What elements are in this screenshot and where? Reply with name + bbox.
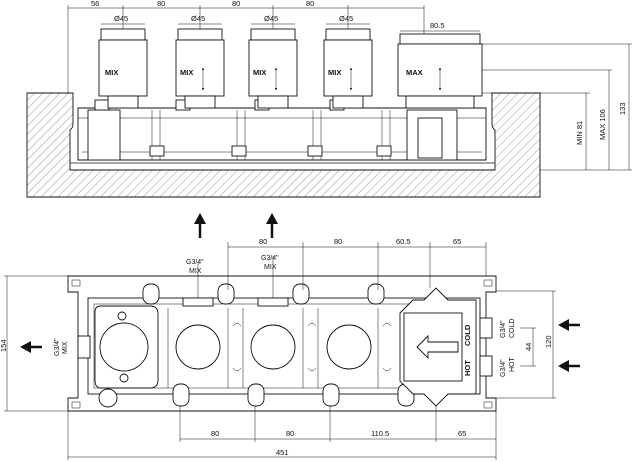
valve-1 — [175, 324, 221, 370]
dim-left-height: 154 — [0, 339, 8, 352]
cold-valve-label: COLD — [463, 324, 472, 346]
wall-hatch — [26, 92, 541, 198]
valve-2 — [250, 324, 296, 370]
mix-port-2-label: MIX — [264, 264, 277, 271]
dim-front-bottom-1: 80 — [211, 429, 219, 438]
front-view: COLD HOT G3/4" MIX G3/4" MIX G3/4" MIX G… — [0, 237, 580, 460]
diameter-1: Ø45 — [114, 14, 128, 23]
mix-port-1-label: MIX — [189, 268, 202, 275]
dim-top-4: 80 — [306, 0, 314, 8]
max-depth-label: MAX 106 — [598, 109, 607, 140]
dim-top-1: 56 — [91, 0, 99, 8]
top-section-view: MIX MIX MIX MIX MAX 56 80 80 80 — [26, 0, 632, 198]
dim-right-inner-height: 120 — [544, 335, 553, 348]
cartridge-4 — [323, 28, 373, 109]
hot-inlet-arrow — [558, 360, 580, 372]
thermostatic-module: COLD HOT — [399, 287, 493, 407]
cartridge-1 — [98, 28, 148, 109]
mix-port-left-size: G3/4" — [54, 338, 61, 356]
mix-port-2-size: G3/4" — [261, 255, 279, 262]
diameter-2: Ø45 — [191, 14, 205, 23]
cold-port-size: G3/4" — [500, 320, 507, 338]
dim-front-top-1: 80 — [259, 237, 267, 246]
dim-front-top-2: 80 — [334, 237, 342, 246]
mix-port-left-label: MIX — [62, 341, 69, 354]
mix-outlet-arrow — [20, 341, 42, 353]
hot-port-size: G3/4" — [500, 359, 507, 377]
dim-top-5: 80.5 — [430, 21, 445, 30]
diameter-4: Ø45 — [339, 14, 353, 23]
cartridge-label-2: MIX — [180, 68, 193, 77]
valve-3 — [326, 324, 372, 370]
flow-arrow-icon — [416, 334, 459, 360]
dim-top-3: 80 — [232, 0, 240, 8]
cartridge-label-3: MIX — [253, 68, 266, 77]
dim-front-bottom-2: 80 — [286, 429, 294, 438]
hot-valve-label: HOT — [463, 360, 472, 376]
dim-total-width: 451 — [276, 448, 289, 457]
cold-port-label: COLD — [509, 319, 516, 338]
dim-top-2: 80 — [157, 0, 165, 8]
min-depth-label: MIN 81 — [575, 121, 584, 145]
cold-inlet-arrow — [558, 319, 580, 331]
cartridge-2 — [175, 28, 225, 109]
dim-front-bottom-4: 65 — [458, 429, 466, 438]
dim-right-spacing: 44 — [524, 343, 533, 351]
hot-port-label: HOT — [509, 357, 516, 373]
cartridge-label-4: MIX — [328, 68, 341, 77]
diameter-3: Ø45 — [264, 14, 278, 23]
dim-front-bottom-3: 110.5 — [371, 429, 389, 438]
cartridge-3 — [248, 28, 298, 109]
insertion-arrows — [194, 213, 278, 238]
adjust-arrow-icons — [201, 67, 442, 91]
mix-module-left — [77, 305, 159, 408]
cartridge-label-1: MIX — [105, 68, 118, 77]
dim-front-top-4: 65 — [453, 237, 461, 246]
cartridge-label-5: MAX — [406, 68, 423, 77]
total-height-label: 133 — [618, 102, 627, 115]
mix-port-1-size: G3/4" — [186, 259, 204, 266]
dim-front-top-3: 60.5 — [396, 237, 411, 246]
